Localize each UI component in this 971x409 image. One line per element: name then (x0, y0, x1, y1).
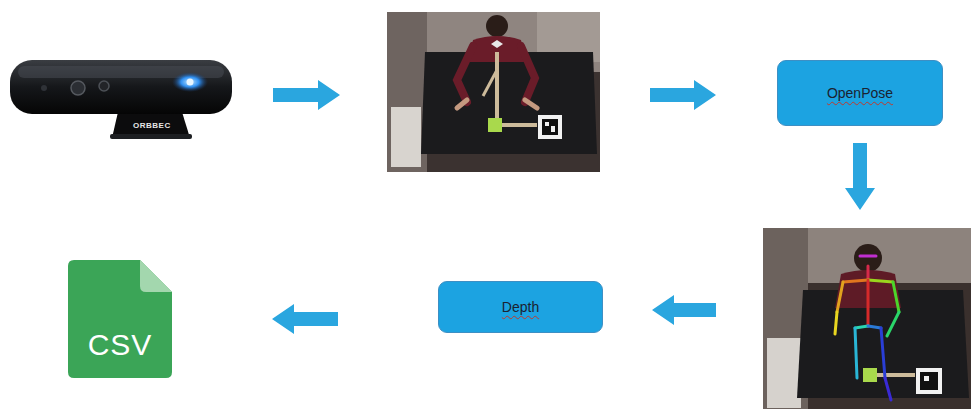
csv-file-icon: CSV (68, 260, 172, 378)
brand-label: ORBBEC (133, 121, 171, 130)
flow-arrow (652, 295, 716, 325)
flow-arrow (272, 304, 338, 334)
pose-photo (763, 228, 971, 409)
flow-arrow (273, 80, 340, 110)
depth-camera (10, 60, 232, 139)
flow-arrow (845, 143, 875, 210)
step-label: OpenPose (827, 85, 893, 101)
process-box: OpenPose (777, 60, 943, 126)
camera-photo (387, 12, 600, 172)
step-label: Depth (502, 299, 539, 315)
process-box: Depth (438, 281, 603, 333)
file-type-label: CSV (88, 328, 153, 362)
flow-arrow (650, 80, 716, 110)
arrow-shape (272, 304, 338, 334)
